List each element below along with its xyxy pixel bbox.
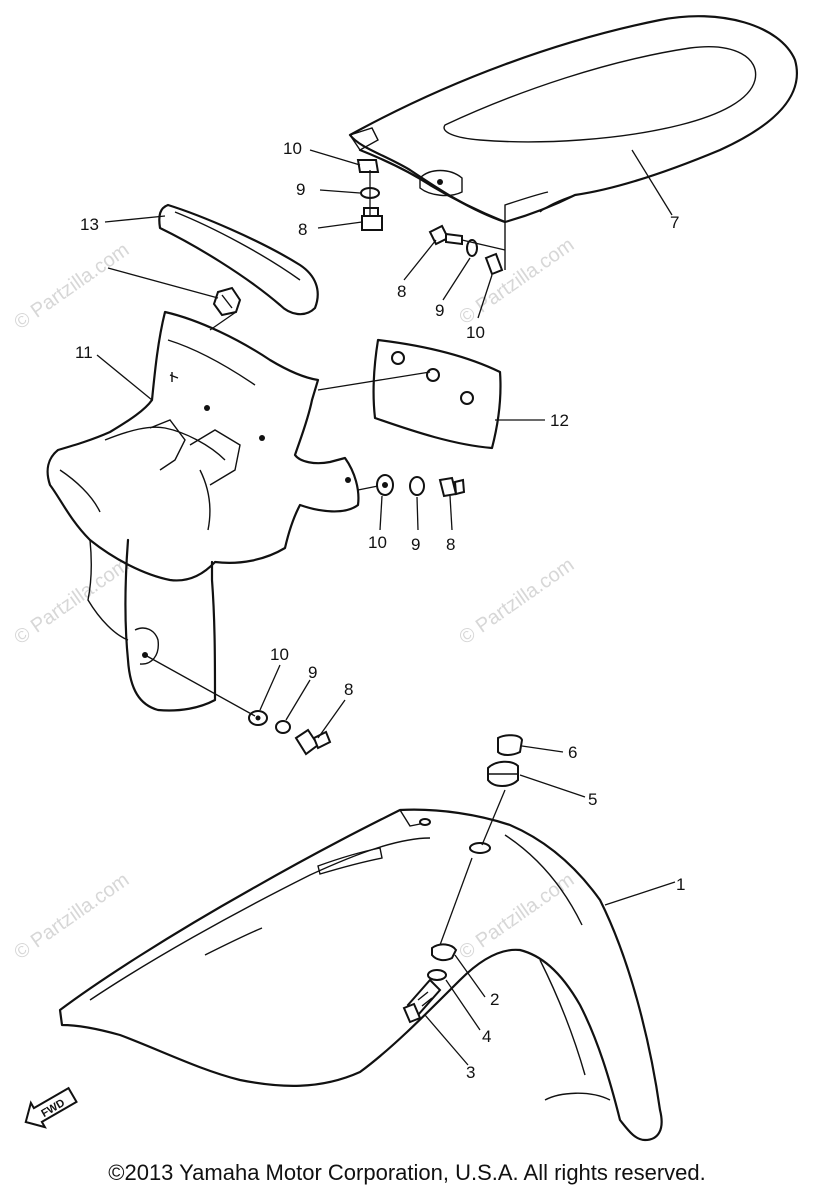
callout-6: 6	[568, 743, 577, 762]
callout-11: 11	[75, 343, 93, 362]
callout-9-middle: 9	[411, 535, 420, 554]
watermark-5: © Partzilla.com	[10, 869, 133, 964]
fastener-set-middle	[376, 474, 466, 498]
callout-12: 12	[550, 411, 569, 430]
grommet-part-5-6	[487, 734, 524, 787]
callout-8-top: 8	[298, 220, 307, 239]
callout-10-middle: 10	[368, 533, 387, 552]
callout-numbers: 10 9 8 7 8 9 10 13 11 12 10 9 8 10 9 8 6…	[75, 139, 685, 1082]
leader-lines	[96, 149, 676, 1066]
rear-flap-part-11	[46, 310, 360, 712]
copyright-notice: ©2013 Yamaha Motor Corporation, U.S.A. A…	[108, 1160, 706, 1185]
callout-9-right: 9	[435, 301, 444, 320]
callout-7: 7	[670, 213, 679, 232]
fastener-set-upper-right	[428, 224, 504, 276]
callout-8-middle: 8	[446, 535, 455, 554]
callout-10-lower: 10	[270, 645, 289, 664]
callout-13: 13	[80, 215, 99, 234]
callout-8-right: 8	[397, 282, 406, 301]
front-hardware-part-2-3-4	[402, 943, 458, 1024]
callout-1: 1	[676, 875, 685, 894]
callout-5: 5	[588, 790, 597, 809]
callout-3: 3	[466, 1063, 475, 1082]
callout-10-right: 10	[466, 323, 485, 342]
watermarks: © Partzilla.com © Partzilla.com © Partzi…	[10, 234, 578, 964]
callout-9-top: 9	[296, 180, 305, 199]
rear-fender-part-7	[348, 15, 798, 270]
front-fender-part-1	[58, 808, 663, 1142]
fwd-arrow-icon: FWD	[24, 1086, 78, 1129]
watermark-3: © Partzilla.com	[10, 554, 133, 649]
grommet	[212, 286, 242, 317]
callout-2: 2	[490, 990, 499, 1009]
fastener-set-lower	[248, 710, 332, 756]
watermark-1: © Partzilla.com	[10, 239, 133, 334]
assembly-lines	[144, 170, 506, 946]
callout-4: 4	[482, 1027, 491, 1046]
callout-9-lower: 9	[308, 663, 317, 682]
strap-part-13	[158, 203, 319, 316]
plate-bracket-part-12	[372, 338, 502, 450]
callout-10-top: 10	[283, 139, 302, 158]
callout-8-lower: 8	[344, 680, 353, 699]
watermark-4: © Partzilla.com	[455, 554, 578, 649]
